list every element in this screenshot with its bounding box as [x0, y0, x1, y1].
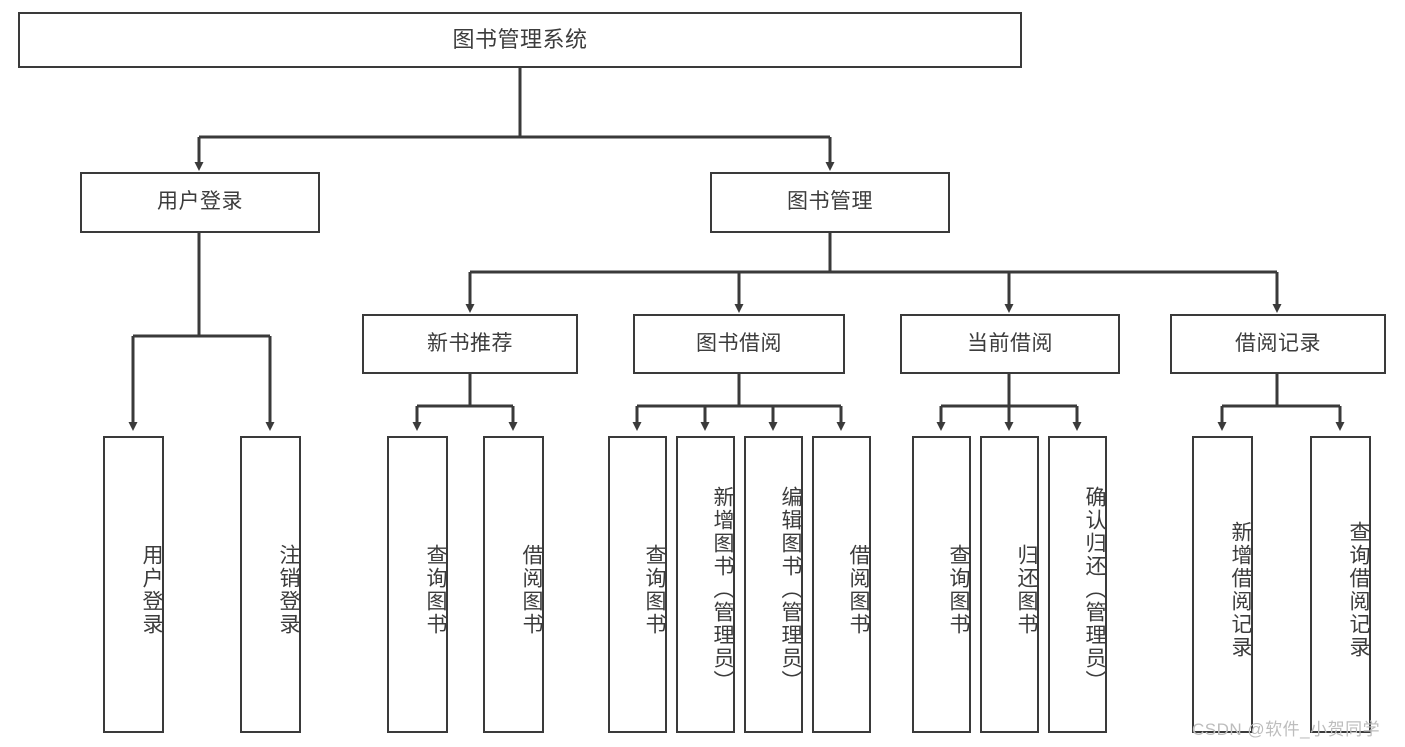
node-label: 图书借阅: [696, 331, 782, 355]
node-label: 新增借阅记录: [1229, 520, 1252, 659]
leaf-user-login-signout[interactable]: 注销登录: [240, 436, 301, 733]
leaf-current-query[interactable]: 查询图书: [912, 436, 971, 733]
node-new-book-recommend[interactable]: 新书推荐: [362, 314, 578, 374]
leaf-borrow-query[interactable]: 查询图书: [608, 436, 667, 733]
leaf-user-login-signin[interactable]: 用户登录: [103, 436, 164, 733]
node-label: 查询图书: [643, 543, 666, 636]
leaf-borrow-borrow-book[interactable]: 借阅图书: [812, 436, 871, 733]
leaf-current-confirm-return-admin[interactable]: 确认归还（管理员）: [1048, 436, 1107, 733]
node-label: 图书管理系统: [452, 27, 588, 53]
node-current-borrow[interactable]: 当前借阅: [900, 314, 1120, 374]
node-label: 借阅图书: [520, 543, 543, 636]
leaf-current-return-book[interactable]: 归还图书: [980, 436, 1039, 733]
node-label: 新书推荐: [427, 331, 513, 355]
leaf-new-book-query[interactable]: 查询图书: [387, 436, 448, 733]
node-book-management[interactable]: 图书管理: [710, 172, 950, 233]
node-label: 查询借阅记录: [1347, 520, 1370, 659]
leaf-records-query[interactable]: 查询借阅记录: [1310, 436, 1371, 733]
node-label: 新增图书（管理员）: [711, 486, 734, 693]
node-borrow-records[interactable]: 借阅记录: [1170, 314, 1386, 374]
node-label: 确认归还（管理员）: [1083, 486, 1106, 693]
node-label: 当前借阅: [967, 331, 1053, 355]
node-book-borrow[interactable]: 图书借阅: [633, 314, 845, 374]
node-label: 图书管理: [787, 190, 873, 214]
leaf-borrow-edit-book-admin[interactable]: 编辑图书（管理员）: [744, 436, 803, 733]
node-label: 查询图书: [424, 543, 447, 636]
node-label: 用户登录: [140, 543, 163, 636]
node-label: 注销登录: [277, 543, 300, 636]
node-label: 借阅记录: [1235, 331, 1321, 355]
watermark-text: CSDN @软件_小贺同学: [1192, 720, 1381, 739]
node-label: 用户登录: [157, 190, 243, 214]
node-label: 查询图书: [947, 543, 970, 636]
node-user-login[interactable]: 用户登录: [80, 172, 320, 233]
node-root-system[interactable]: 图书管理系统: [18, 12, 1022, 68]
leaf-borrow-add-book-admin[interactable]: 新增图书（管理员）: [676, 436, 735, 733]
node-label: 归还图书: [1015, 543, 1038, 636]
node-label: 借阅图书: [847, 543, 870, 636]
leaf-new-book-borrow[interactable]: 借阅图书: [483, 436, 544, 733]
node-label: 编辑图书（管理员）: [779, 486, 802, 693]
leaf-records-add[interactable]: 新增借阅记录: [1192, 436, 1253, 733]
